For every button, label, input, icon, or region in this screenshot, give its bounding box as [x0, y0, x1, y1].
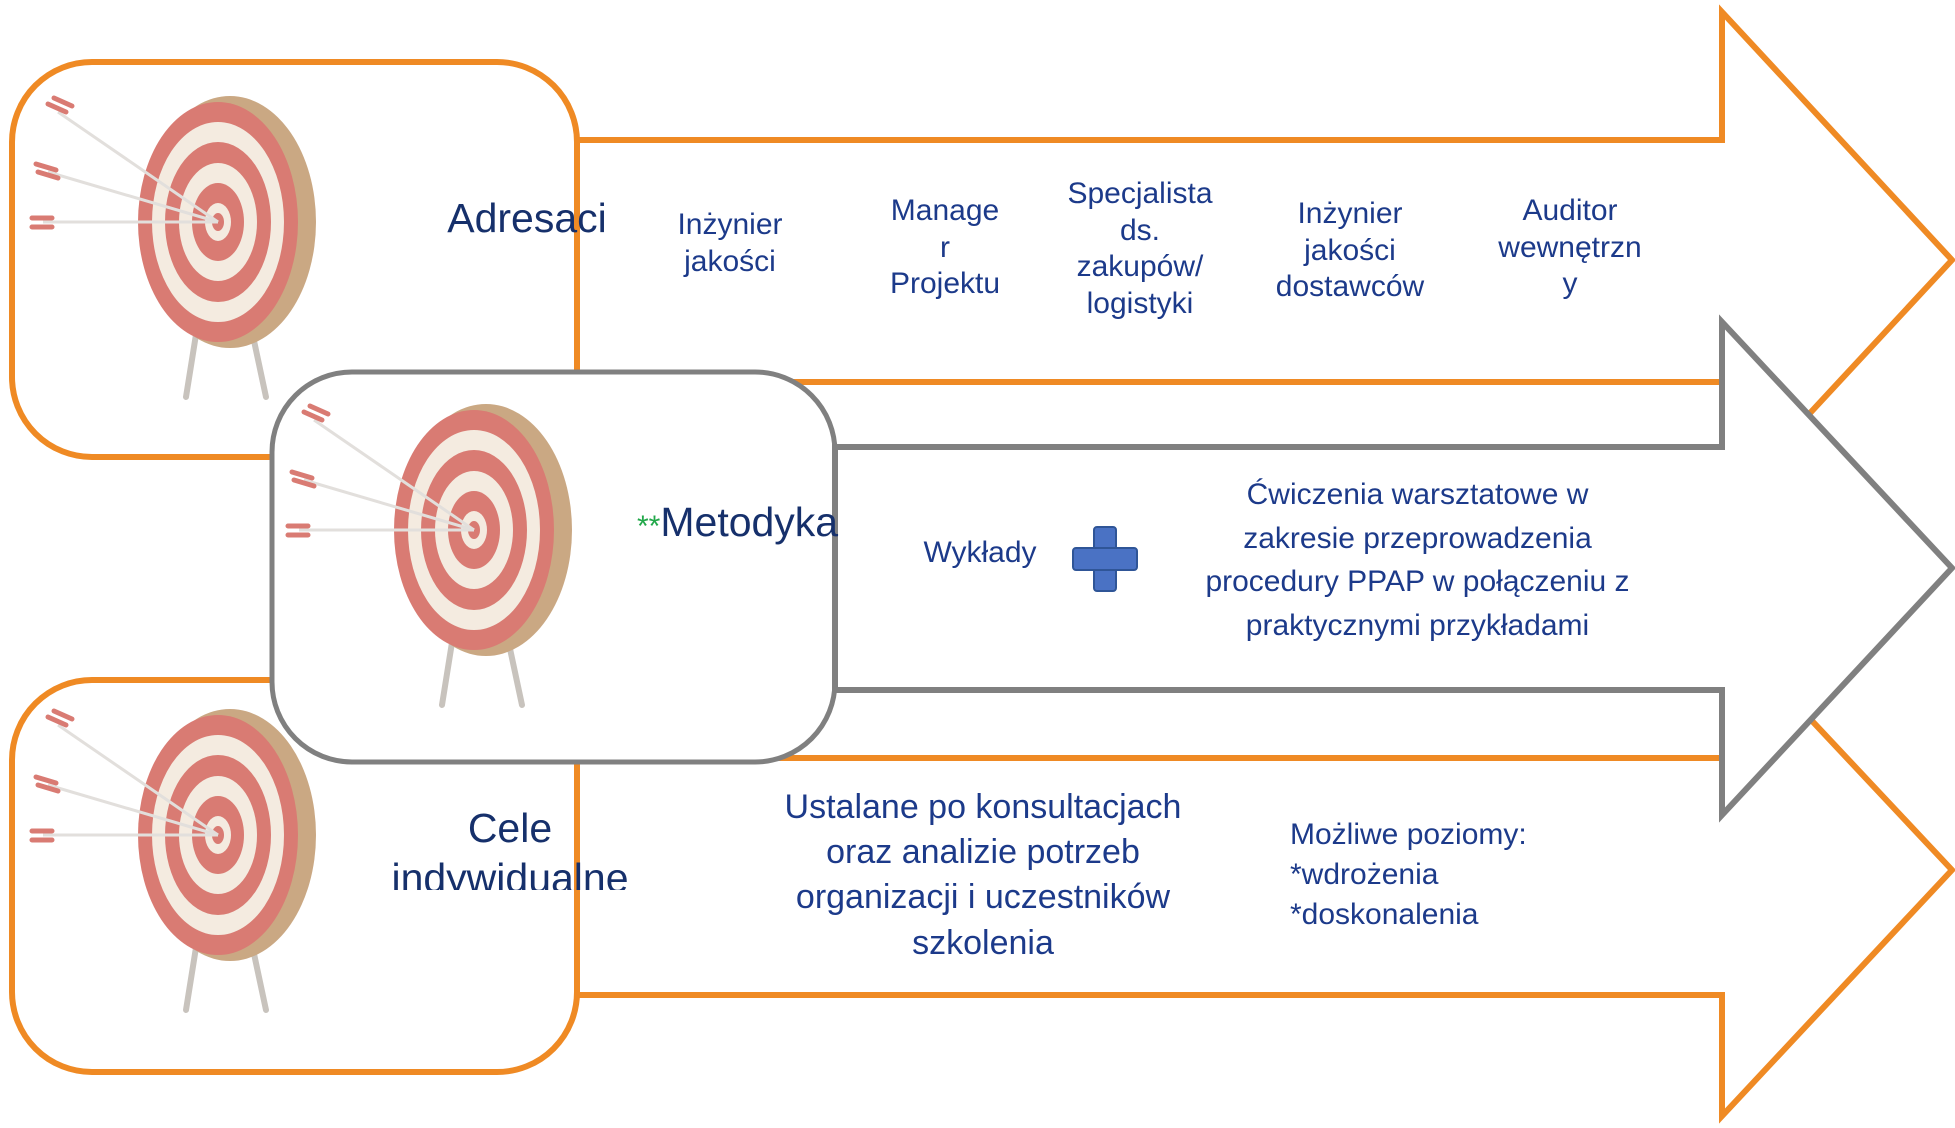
levels-description: Możliwe poziomy: *wdrożenia *doskonaleni…	[1290, 818, 1527, 932]
metodyka-title-text: Metodyka	[660, 499, 839, 545]
cele-title: Cele indywidualne	[391, 805, 629, 890]
addressee-item: Inżynier jakości	[677, 208, 783, 278]
adresaci-title: Adresaci	[447, 195, 607, 241]
workshops-description: Ćwiczenia warsztatowe w zakresie przepro…	[1205, 478, 1630, 642]
addressee-item: Inżynier jakości dostawców	[1275, 197, 1425, 304]
lectures-label: Wykłady	[923, 536, 1037, 569]
addressee-item: Manage r Projektu	[889, 194, 1001, 301]
addressee-item: Auditor wewnętrzn y	[1498, 194, 1642, 301]
metodyka-title: **Metodyka	[637, 497, 877, 547]
plus-icon	[1072, 526, 1138, 592]
consultation-description: Ustalane po konsultacjach oraz analizie …	[784, 788, 1182, 962]
metodyka-arrow	[832, 314, 1955, 823]
addressee-item: Specjalista ds. zakupów/ logistyki	[1067, 177, 1213, 320]
stars-marker: **	[637, 510, 661, 543]
